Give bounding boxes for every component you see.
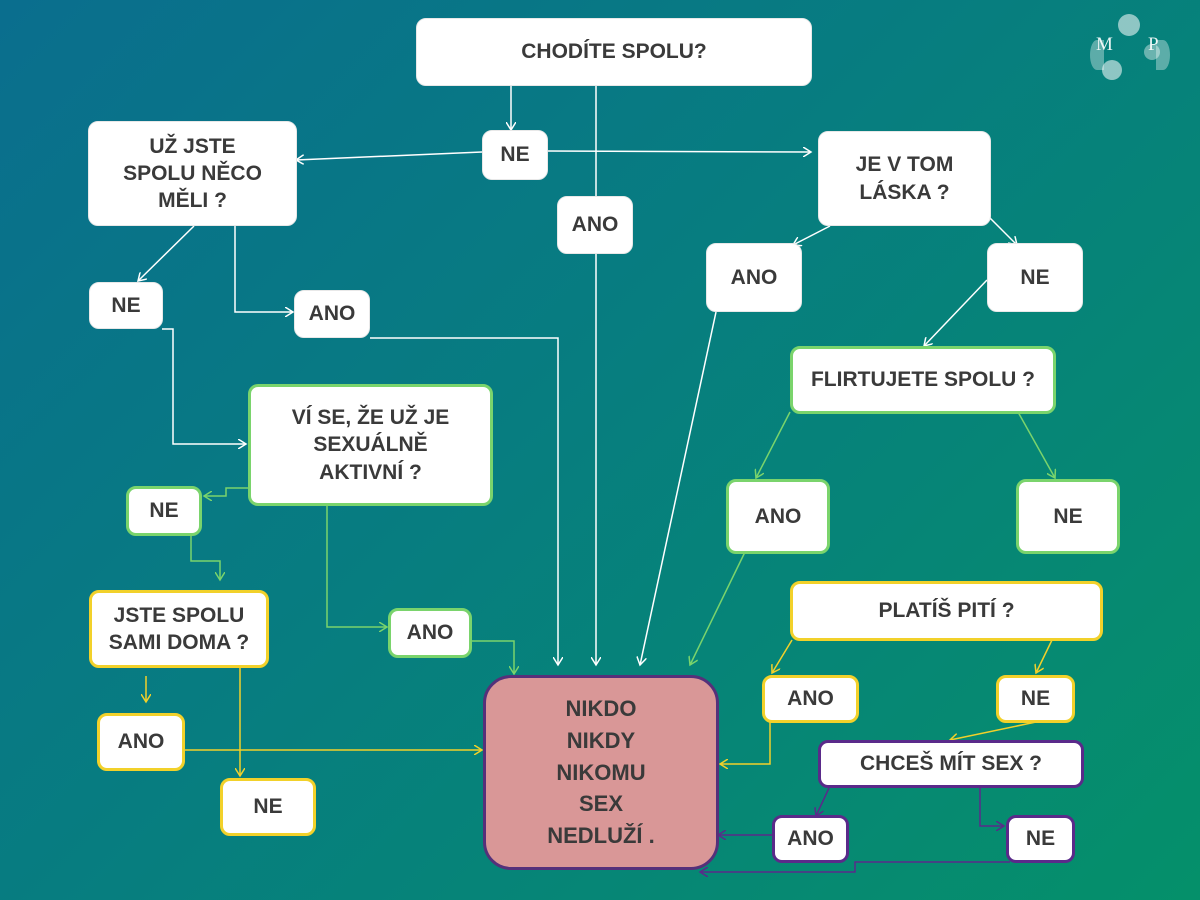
arrow-chces-to-ne <box>979 788 1004 826</box>
logo-letter-m: M <box>1096 34 1113 55</box>
question-platis-piti: PLATÍŠ PITÍ ? <box>790 581 1103 641</box>
answer-ano-sami-doma: ANO <box>97 713 185 771</box>
arrow-vi-se-ne-to-jste-sami <box>190 536 220 580</box>
answer-ano-laska: ANO <box>706 243 802 312</box>
question-chodite-spolu: CHODÍTE SPOLU? <box>416 18 812 86</box>
arrow-platis-to-ne <box>1036 639 1053 673</box>
logo-dot-right <box>1144 44 1160 60</box>
arrow-platis-to-ano <box>772 639 793 673</box>
answer-ano-uz-jste: ANO <box>294 290 370 338</box>
arrow-flirt-to-ano <box>756 411 791 478</box>
logo-dot-top <box>1118 14 1140 36</box>
arrow-chces-ne-to-final <box>700 861 1010 872</box>
final-message-node: NIKDO NIKDY NIKOMU SEX NEDLUŽÍ . <box>483 675 719 870</box>
answer-ne-laska: NE <box>987 243 1083 312</box>
arrow-vi-se-to-ano <box>326 506 387 627</box>
logo-letter-p: P <box>1148 34 1159 55</box>
answer-ne-chodite: NE <box>482 130 548 180</box>
answer-ne-chces: NE <box>1006 815 1075 863</box>
arrow-laska-ne-to-flirt <box>924 279 988 346</box>
arrow-platis-ne-to-chces <box>950 721 1037 740</box>
answer-ne-uz-jste: NE <box>89 282 163 329</box>
arrow-platis-ano-to-final <box>720 722 771 764</box>
question-uz-jste-spolu: UŽ JSTE SPOLU NĚCO MĚLI ? <box>88 121 297 226</box>
arrow-ne-to-uz-jste <box>296 151 483 160</box>
arrow-ne-to-laska <box>547 151 811 152</box>
question-jste-spolu-sami-doma: JSTE SPOLU SAMI DOMA ? <box>89 590 269 668</box>
arrow-uz-jste-to-ne <box>138 225 195 281</box>
answer-ano-vi-se: ANO <box>388 608 472 658</box>
arrow-laska-ano-to-final <box>640 311 717 665</box>
arrow-vi-se-to-ne <box>204 487 248 496</box>
question-je-v-tom-laska: JE V TOM LÁSKA ? <box>818 131 991 226</box>
answer-ano-platis: ANO <box>762 675 859 723</box>
question-vi-se-sexualne-aktivni: VÍ SE, ŽE UŽ JE SEXUÁLNĚ AKTIVNÍ ? <box>248 384 493 506</box>
answer-ano-flirt: ANO <box>726 479 830 554</box>
arrow-laska-to-ano <box>793 225 831 245</box>
arrow-laska-to-ne <box>989 217 1017 245</box>
arrow-chces-to-ano <box>816 787 830 816</box>
arrow-flirt-to-ne <box>1017 411 1055 478</box>
question-chces-mit-sex: CHCEŠ MÍT SEX ? <box>818 740 1084 788</box>
answer-ne-sami-doma: NE <box>220 778 316 836</box>
arrow-uz-jste-to-ano <box>234 226 293 312</box>
arrow-ne-to-vi-se <box>162 328 246 444</box>
answer-ano-chces: ANO <box>772 815 849 863</box>
arrow-ano-to-final <box>370 337 558 665</box>
mp-logo: M P <box>1088 14 1174 84</box>
answer-ne-vi-se: NE <box>126 486 202 536</box>
answer-ano-chodite: ANO <box>557 196 633 254</box>
answer-ne-platis: NE <box>996 675 1075 723</box>
arrow-vi-se-ano-to-final <box>472 640 514 674</box>
arrow-flirt-ano-to-final <box>690 551 746 665</box>
logo-dot-left <box>1102 60 1122 80</box>
answer-ne-flirt: NE <box>1016 479 1120 554</box>
question-flirtujete-spolu: FLIRTUJETE SPOLU ? <box>790 346 1056 414</box>
logo-arc-left <box>1090 40 1104 70</box>
logo-arc-right <box>1156 40 1170 70</box>
